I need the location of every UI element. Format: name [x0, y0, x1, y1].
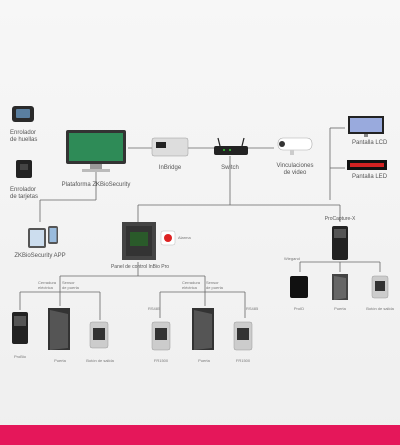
label-app: ZKBioSecurity APP [14, 253, 66, 259]
probio-device [10, 310, 30, 346]
card-reader-icon [12, 312, 28, 344]
card-reader-icon [16, 160, 32, 178]
access-panel-icon [122, 222, 156, 260]
door-icon [332, 274, 348, 300]
proid-device [288, 274, 310, 300]
label-enrolador-tarjetas: Enrolador de tarjetas [10, 187, 38, 201]
label-inbridge: InBridge [158, 165, 182, 171]
door-mid [190, 306, 218, 352]
switch [212, 136, 250, 158]
card-reader-icon [151, 321, 171, 351]
label-fr1500-right: FR1500 [235, 358, 251, 363]
door-icon [192, 308, 214, 350]
exit-button-icon [371, 275, 389, 299]
card-enroller [12, 158, 36, 180]
label-rs485-left: RS485 [148, 306, 161, 311]
fingerprint-reader-icon [12, 106, 34, 122]
tablet-icon [28, 226, 58, 248]
label-puerta-mid: Puerta [198, 358, 210, 363]
exit-button-left [88, 320, 110, 350]
camera [272, 134, 316, 156]
label-puerta: Puerta [334, 306, 346, 311]
label-proid: ProID [293, 306, 305, 311]
label-switch: Switch [221, 165, 239, 171]
label-text: Enrolador de tarjetas [10, 187, 39, 200]
label-text: Vinculaciones de video [276, 163, 314, 176]
control-panel [120, 220, 158, 262]
lcd-screen [346, 114, 386, 138]
inbridge [150, 134, 190, 160]
led-screen-icon [347, 160, 387, 170]
label-cerradura: Cerradura eléctrica [38, 280, 57, 290]
door-left [46, 306, 74, 352]
label-boton-salida: Botón de salida [366, 306, 394, 311]
network-box-icon [151, 137, 189, 157]
card-reader-icon [233, 321, 253, 351]
card-reader-icon [332, 226, 348, 260]
door-icon [48, 308, 70, 350]
label-enrolador-huellas: Enrolador de huellas [10, 130, 37, 144]
procapture-device [330, 224, 350, 262]
label-vinculaciones: Vinculaciones de video [277, 163, 314, 177]
label-pantalla-led: Pantalla LED [352, 174, 388, 180]
router-icon [214, 137, 248, 155]
bullet-camera-icon [277, 137, 313, 155]
label-alarma: Alarma [178, 235, 191, 240]
label-plataforma: Plataforma ZKBioSecurity [61, 182, 131, 188]
fr1500-right [232, 320, 254, 352]
label-procapture: ProCapture-X [324, 216, 356, 222]
monitor-icon [66, 130, 126, 172]
label-panel: Panel de control InBio Pro [110, 264, 170, 270]
bottom-accent-band [0, 425, 400, 445]
alarm [160, 230, 176, 246]
card-reader-icon [290, 276, 308, 298]
label-sensor-mid: Sensor de puerta [206, 280, 223, 290]
mobile-app [26, 224, 60, 250]
led-screen [346, 158, 388, 170]
label-boton-salida-left: Botón de salida [86, 358, 114, 363]
label-fr1500-left: FR1500 [153, 358, 169, 363]
exit-button-icon [89, 321, 109, 349]
label-sensor: Sensor de puerta [62, 280, 79, 290]
label-puerta-left: Puerta [54, 358, 66, 363]
label-wiegand: Wiegand [284, 256, 300, 261]
label-pantalla-lcd: Pantalla LCD [352, 140, 388, 146]
computer [64, 128, 128, 174]
fr1500-left [150, 320, 172, 352]
exit-button-right [370, 274, 390, 300]
label-text: Enrolador de huellas [10, 130, 38, 143]
fingerprint-enroller [10, 102, 36, 124]
door-right [330, 272, 350, 302]
label-cerradura-mid: Cerradura eléctrica [182, 280, 201, 290]
lcd-screen-icon [348, 116, 384, 137]
label-probio: ProBio [13, 354, 27, 359]
label-rs485-right: RS485 [246, 306, 259, 311]
alarm-icon [160, 230, 176, 246]
